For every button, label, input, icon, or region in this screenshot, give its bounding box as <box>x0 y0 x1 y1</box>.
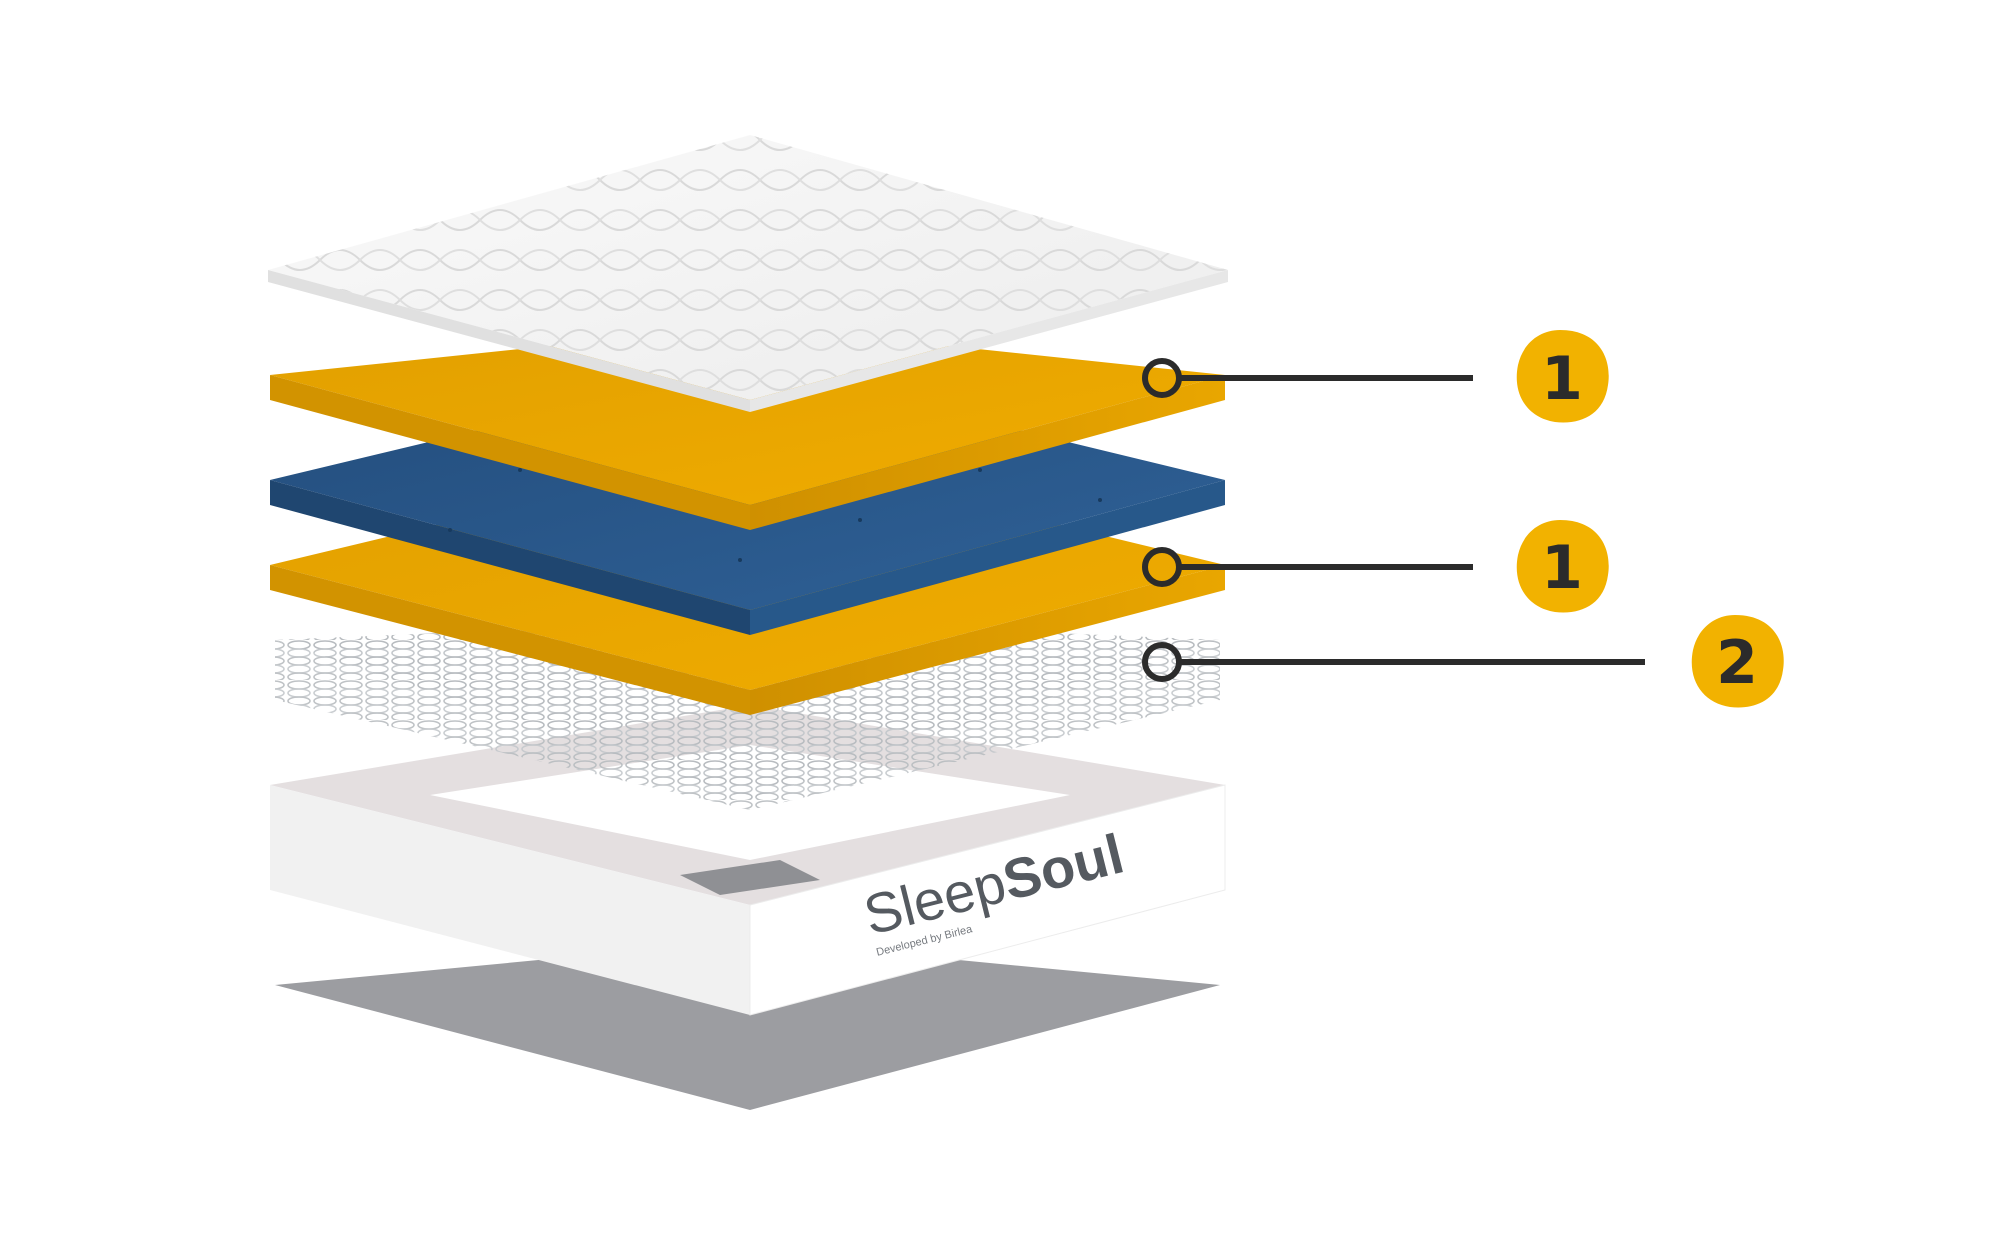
callout-2: 2 <box>1142 615 1784 708</box>
callout-badge <box>1516 330 1609 423</box>
callout-number: 2 <box>1716 628 1758 698</box>
callout-number: 1 <box>1541 344 1583 414</box>
callout-number: 1 <box>1541 533 1583 603</box>
quilted-cover <box>268 135 1228 412</box>
callout-badge <box>1691 615 1784 708</box>
callout-1-upper: 1 <box>1142 330 1609 423</box>
callout-1-lower: 1 <box>1142 520 1609 613</box>
foam-layer-upper <box>270 325 1225 530</box>
callout-badge <box>1516 520 1609 613</box>
base-board <box>275 940 1220 1110</box>
